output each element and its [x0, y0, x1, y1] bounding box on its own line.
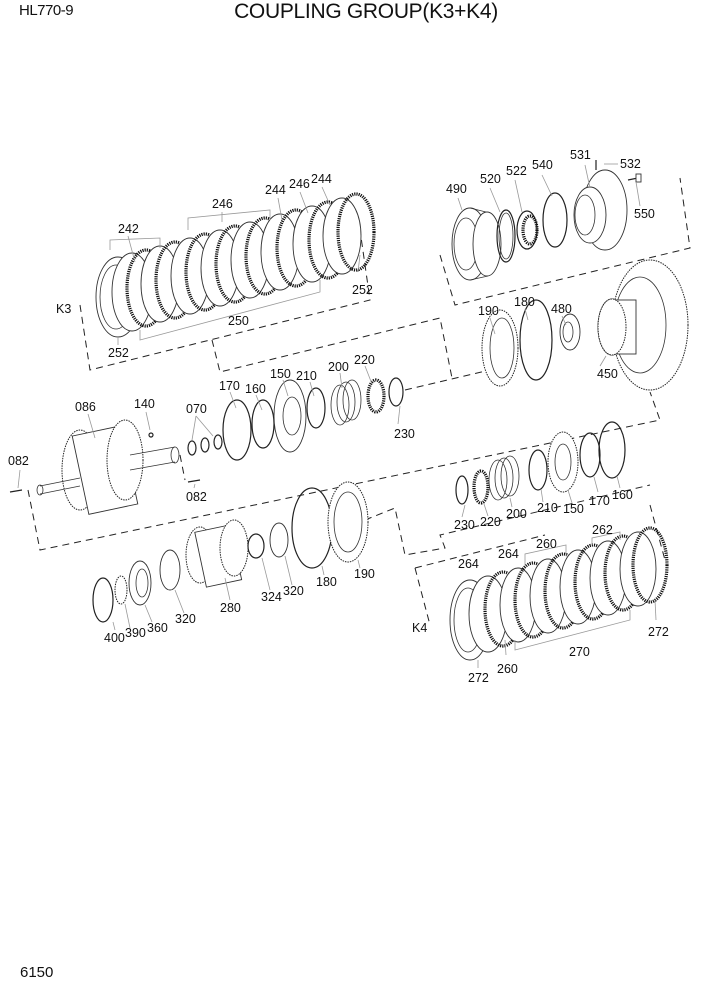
label-220: 220	[480, 515, 501, 529]
label-170: 170	[589, 494, 610, 508]
label-320: 320	[283, 584, 304, 598]
page-number: 6150	[20, 964, 54, 981]
label-160: 160	[245, 382, 266, 396]
group-label-k3: K3	[56, 302, 71, 316]
label-150: 150	[270, 367, 291, 381]
label-264: 264	[498, 547, 519, 561]
label-244: 244	[311, 172, 332, 186]
lower-gear-assembly	[92, 481, 369, 623]
label-522: 522	[506, 164, 527, 178]
label-230: 230	[394, 427, 415, 441]
piston-group-k4	[455, 421, 626, 505]
label-532: 532	[620, 157, 641, 171]
label-180: 180	[316, 575, 337, 589]
label-250: 250	[228, 314, 249, 328]
label-070: 070	[186, 402, 207, 416]
label-450: 450	[597, 367, 618, 381]
label-540: 540	[532, 158, 553, 172]
group-label-k4: K4	[412, 621, 427, 635]
label-252: 252	[352, 283, 373, 297]
label-200: 200	[328, 360, 349, 374]
label-520: 520	[480, 172, 501, 186]
label-270: 270	[569, 645, 590, 659]
label-264: 264	[458, 557, 479, 571]
label-390: 390	[125, 626, 146, 640]
label-140: 140	[134, 397, 155, 411]
label-150: 150	[563, 502, 584, 516]
label-490: 490	[446, 182, 467, 196]
part-labels: 242 246 244 246 244 252 250 252 K3 490 5…	[8, 148, 669, 685]
label-260: 260	[497, 662, 518, 676]
label-220: 220	[354, 353, 375, 367]
label-252: 252	[108, 346, 129, 360]
label-242: 242	[118, 222, 139, 236]
model-code: HL770-9	[19, 2, 74, 19]
label-180: 180	[514, 295, 535, 309]
label-400: 400	[104, 631, 125, 645]
k3-clutch-pack	[95, 192, 376, 341]
label-246: 246	[212, 197, 233, 211]
label-262: 262	[592, 523, 613, 537]
label-480: 480	[551, 302, 572, 316]
bearing-cover-assembly	[451, 160, 642, 281]
label-531: 531	[570, 148, 591, 162]
label-550: 550	[634, 207, 655, 221]
label-244: 244	[265, 183, 286, 197]
gear-assembly	[481, 259, 689, 391]
shaft-assembly	[9, 419, 223, 515]
label-360: 360	[147, 621, 168, 635]
label-190: 190	[478, 304, 499, 318]
label-320: 320	[175, 612, 196, 626]
label-272: 272	[468, 671, 489, 685]
label-246: 246	[289, 177, 310, 191]
label-272: 272	[648, 625, 669, 639]
label-210: 210	[537, 501, 558, 515]
label-210: 210	[296, 369, 317, 383]
page-title: COUPLING GROUP(K3+K4)	[234, 0, 498, 23]
label-190: 190	[354, 567, 375, 581]
label-082: 082	[8, 454, 29, 468]
label-324: 324	[261, 590, 282, 604]
label-260: 260	[536, 537, 557, 551]
k4-clutch-pack	[449, 526, 669, 661]
leader-lines	[17, 163, 657, 668]
label-280: 280	[220, 601, 241, 615]
label-200: 200	[506, 507, 527, 521]
label-230: 230	[454, 518, 475, 532]
label-160: 160	[612, 488, 633, 502]
label-086: 086	[75, 400, 96, 414]
label-170: 170	[219, 379, 240, 393]
piston-group-k3	[222, 377, 404, 461]
label-082: 082	[186, 490, 207, 504]
